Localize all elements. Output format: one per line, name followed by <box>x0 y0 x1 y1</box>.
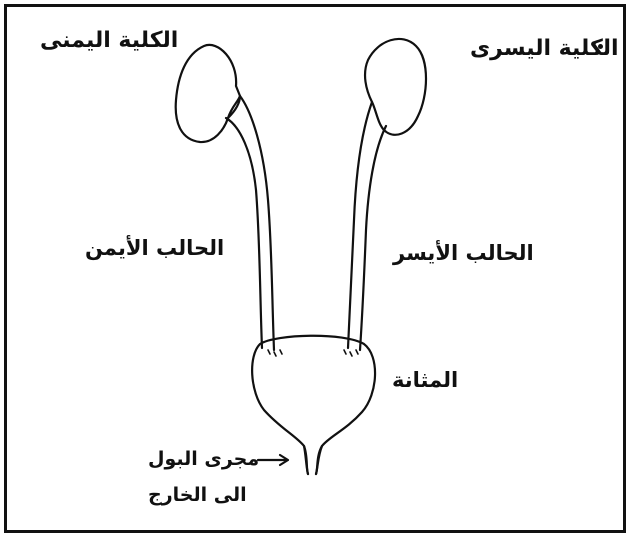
left-ureter-inner <box>360 126 386 350</box>
label-right-kidney: الكلية اليمنى <box>40 30 178 52</box>
label-right-ureter: الحالب الأيمن <box>85 238 224 259</box>
label-urethra-line2: الى الخارج <box>148 486 247 505</box>
right-kidney-shape <box>176 45 240 142</box>
label-left-ureter: الحالب الأيسر <box>393 243 534 264</box>
left-ureter-outer <box>348 102 372 348</box>
label-left-kidney: الكلية اليسرى <box>470 38 619 60</box>
label-bladder: المثانة <box>392 370 458 391</box>
right-ureter-outer <box>226 118 262 348</box>
left-kidney-shape <box>365 39 426 135</box>
bladder-shape <box>252 336 375 474</box>
label-urethra-line1: مجرى البول <box>148 450 259 469</box>
